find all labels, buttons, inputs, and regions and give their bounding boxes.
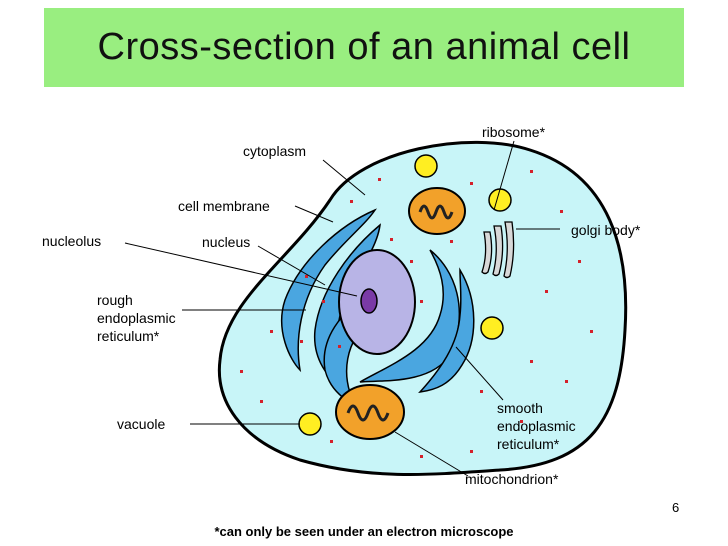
- label-ribosome: ribosome*: [482, 124, 546, 140]
- label-golgi-body: golgi body*: [571, 222, 641, 238]
- vacuole-shape: [298, 154, 512, 436]
- footnote: *can only be seen under an electron micr…: [214, 524, 514, 539]
- golgi-body-shape: [481, 221, 515, 279]
- label-vacuole: vacuole: [117, 416, 166, 432]
- title-banner: Cross-section of an animal cell: [44, 8, 684, 87]
- label-mitochondrion: mitochondrion*: [465, 471, 559, 487]
- label-cytoplasm: cytoplasm: [243, 143, 307, 159]
- smooth-er-shape: [359, 249, 475, 394]
- nucleolus-shape: [360, 288, 378, 314]
- label-nucleus: nucleus: [202, 234, 251, 250]
- ribosome-dots: [240, 170, 593, 458]
- label-smooth-er: smooth endoplasmic reticulum*: [497, 400, 576, 452]
- label-rough-er: rough endoplasmic reticulum*: [97, 292, 176, 344]
- leader-lines: [124, 140, 560, 477]
- mitochondrion-shape: [335, 187, 466, 440]
- page-number: 6: [672, 500, 680, 515]
- label-cell-membrane: cell membrane: [178, 198, 270, 214]
- page-title: Cross-section of an animal cell: [97, 26, 631, 68]
- label-nucleolus: nucleolus: [42, 233, 102, 249]
- cell-membrane-shape: [217, 140, 628, 476]
